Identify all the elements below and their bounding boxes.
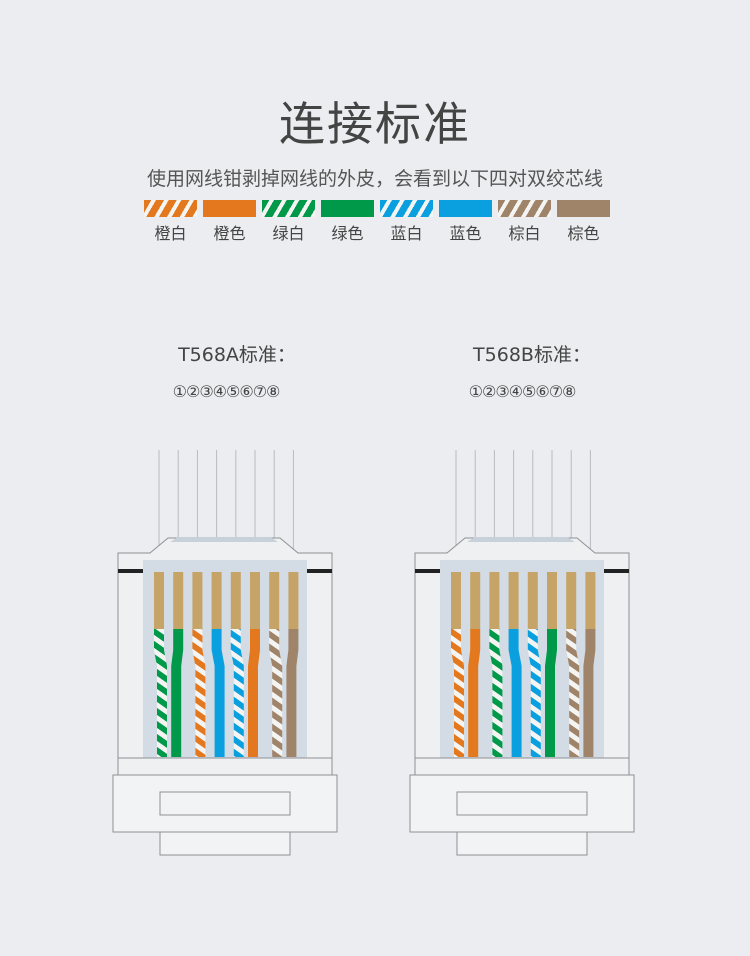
boot-slot xyxy=(456,791,588,816)
wire-blue xyxy=(211,629,225,757)
page-title: 连接标准 xyxy=(279,97,471,151)
black-line-left xyxy=(415,569,441,573)
legend-item: 蓝白 xyxy=(380,200,433,244)
boot-tab xyxy=(159,831,291,856)
t568b-title: T568B标准： xyxy=(473,344,591,366)
gold-contact xyxy=(451,572,461,629)
wire-blue-striped xyxy=(527,629,541,757)
wire-blue-striped xyxy=(230,629,244,757)
wire-brown-striped xyxy=(269,629,283,757)
t568a-pin-numbers: ①②③④⑤⑥⑦⑧ xyxy=(172,382,281,401)
gold-contact xyxy=(566,572,577,629)
color-swatch xyxy=(380,200,433,217)
connector-inner xyxy=(143,560,307,762)
color-swatch xyxy=(203,200,256,217)
connector-inner xyxy=(440,560,604,762)
connector-boot xyxy=(409,774,635,833)
gold-contact xyxy=(211,572,222,629)
gold-contact xyxy=(269,572,280,629)
gold-contact xyxy=(192,572,203,629)
legend-label: 蓝色 xyxy=(449,224,482,243)
wire-brown xyxy=(286,629,299,757)
gold-contact xyxy=(527,572,538,629)
black-line-right xyxy=(307,569,332,573)
gold-contact xyxy=(250,572,260,629)
connector-band xyxy=(117,757,333,776)
legend-label: 棕白 xyxy=(508,224,541,243)
legend-item: 橙色 xyxy=(203,200,256,244)
legend-item: 橙白 xyxy=(144,200,197,244)
legend-item: 棕白 xyxy=(498,200,551,244)
legend-item: 绿白 xyxy=(262,200,315,244)
color-swatch xyxy=(262,200,315,217)
boot-slot xyxy=(159,791,291,816)
black-line-right xyxy=(604,569,629,573)
gold-contact xyxy=(585,572,596,629)
connector-boot xyxy=(112,774,338,833)
gold-contact xyxy=(489,572,500,629)
wire-orange-striped xyxy=(192,629,206,757)
color-swatch xyxy=(439,200,492,217)
gold-contact xyxy=(173,572,184,629)
gold-contact xyxy=(230,572,241,629)
t568a-title: T568A标准： xyxy=(178,344,296,366)
legend-label: 蓝白 xyxy=(390,224,423,243)
legend-item: 蓝色 xyxy=(439,200,492,244)
gold-contact xyxy=(470,572,481,629)
wire-orange xyxy=(468,629,481,757)
gold-contact xyxy=(508,572,519,629)
black-line-left xyxy=(118,569,144,573)
wire-blue xyxy=(508,629,522,757)
connector-latch-top xyxy=(170,537,278,542)
legend-item: 绿色 xyxy=(321,200,374,244)
color-swatch xyxy=(144,200,197,217)
legend-item: 棕色 xyxy=(557,200,610,244)
wire-green xyxy=(545,629,557,757)
boot-tab xyxy=(456,831,588,856)
wire-orange xyxy=(248,629,260,757)
legend-label: 橙色 xyxy=(213,224,246,243)
gold-contact xyxy=(288,572,299,629)
wire-brown-striped xyxy=(566,629,580,757)
connector-band xyxy=(414,757,630,776)
legend-label: 绿白 xyxy=(272,224,305,243)
wire-orange-striped xyxy=(451,629,464,757)
wire-green xyxy=(171,629,184,757)
legend-label: 橙白 xyxy=(154,224,187,243)
rj45-connector-t568b xyxy=(409,450,635,856)
legend-label: 绿色 xyxy=(331,224,364,243)
legend-label: 棕色 xyxy=(567,224,600,243)
wire-green-striped xyxy=(154,629,167,757)
wire-brown xyxy=(583,629,596,757)
wire-green-striped xyxy=(489,629,503,757)
connector-latch-top xyxy=(467,537,575,542)
gold-contact xyxy=(547,572,557,629)
gold-contact xyxy=(154,572,164,629)
t568b-pin-numbers: ①②③④⑤⑥⑦⑧ xyxy=(468,382,577,401)
color-legend: 橙白 橙色 绿白 绿色 蓝白 蓝色 棕白 棕色 xyxy=(144,200,610,244)
color-swatch xyxy=(557,200,610,217)
color-swatch xyxy=(498,200,551,217)
color-swatch xyxy=(321,200,374,217)
rj45-connector-t568a xyxy=(112,450,338,856)
page-subtitle: 使用网线钳剥掉网线的外皮，会看到以下四对双绞芯线 xyxy=(146,168,603,190)
